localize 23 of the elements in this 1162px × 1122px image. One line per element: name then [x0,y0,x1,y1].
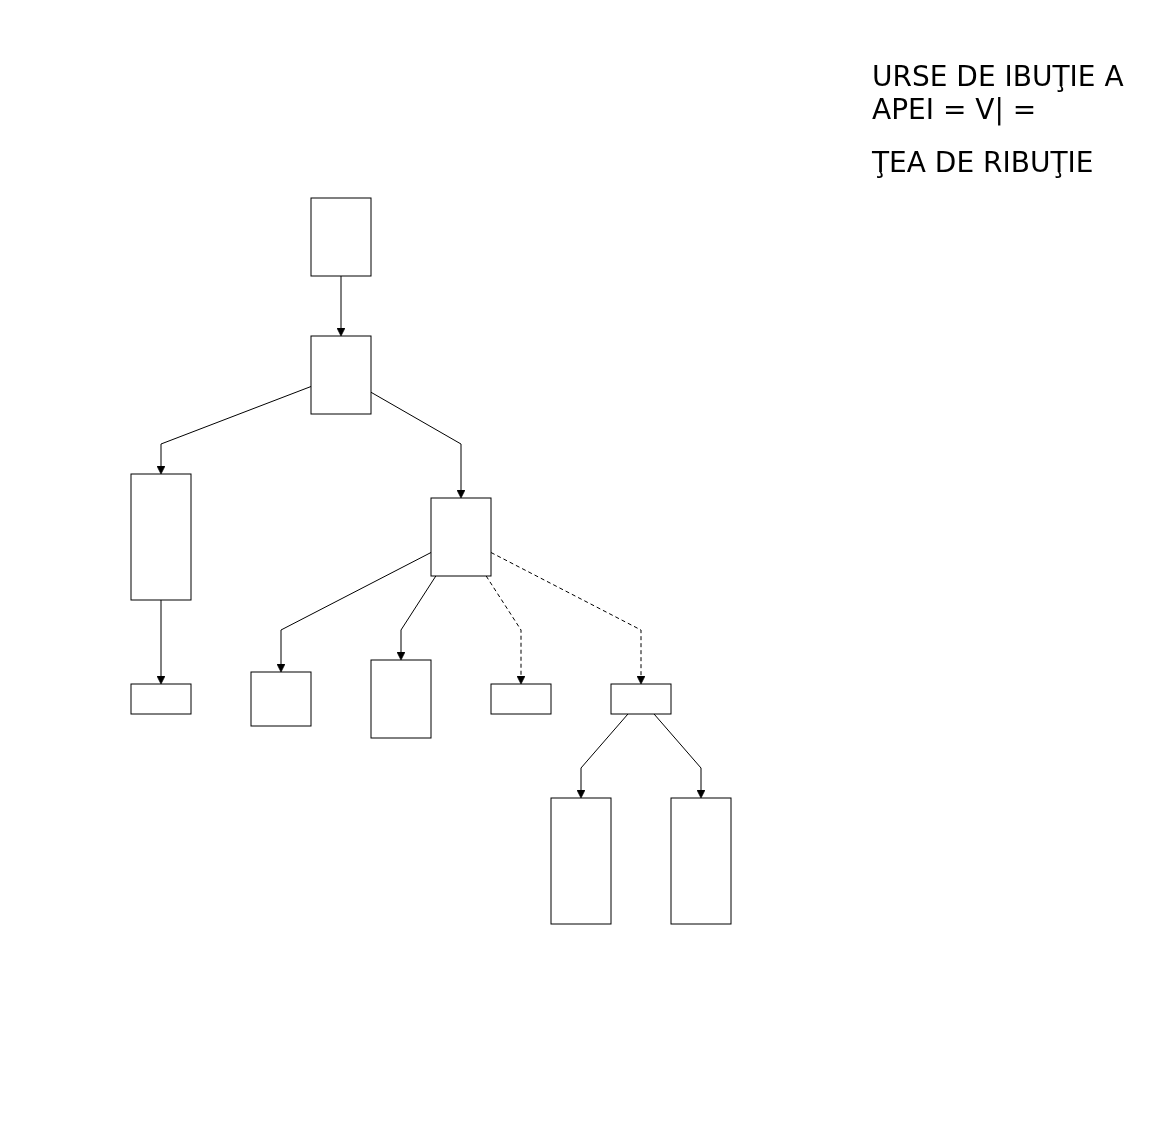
node-box [430,497,492,577]
arrow [396,575,437,661]
arrow [336,275,346,337]
text-label: ŢEA DE RIBUŢIE [872,146,1095,179]
node-box [250,671,312,727]
node-box [490,683,552,715]
node-box [310,335,372,415]
arrow [653,713,706,799]
arrow [156,386,312,475]
arrow [576,713,629,799]
arrow [156,599,166,685]
node-box [550,797,612,925]
node-box [130,473,192,601]
arrow [490,552,646,685]
node-box [130,683,192,715]
arrow [485,575,526,685]
node-box [310,197,372,277]
node-box [370,659,432,739]
node-box [610,683,672,715]
arrow [370,391,466,499]
arrow [276,552,432,673]
text-label: URSE DE IBUŢIE A APEI = V| = [872,60,1125,126]
node-box [670,797,732,925]
